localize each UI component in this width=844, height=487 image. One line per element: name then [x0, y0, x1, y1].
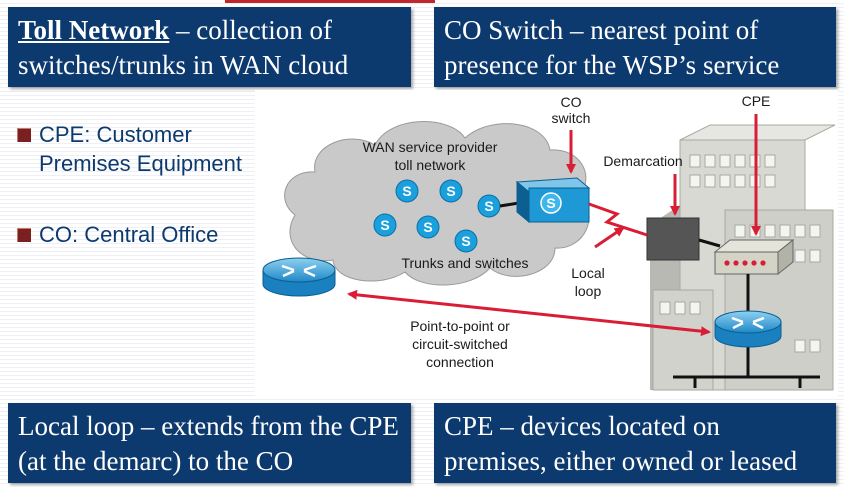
co-switch-label-line-2: switch	[552, 110, 591, 126]
demarcation-box-icon	[646, 217, 700, 261]
cloud-switch-icon: S	[416, 215, 440, 239]
cloud-switch-icon: S	[395, 179, 419, 203]
wan-diagram-svg: WAN service provider toll network S S S …	[262, 93, 836, 391]
bullet-co: CO: Central Office	[17, 220, 257, 249]
switch-glyph: S	[423, 219, 432, 235]
wan-diagram: WAN service provider toll network S S S …	[255, 90, 838, 397]
toll-network-callout: Toll Network – collection of switches/tr…	[8, 7, 411, 87]
bullet-list: CPE: Customer Premises Equipment CO: Cen…	[17, 120, 257, 249]
cpe-definition: CPE – devices located on premises, eithe…	[444, 411, 798, 476]
local-loop-label-line-2: loop	[575, 283, 602, 299]
toll-network-term: Toll Network	[18, 15, 170, 45]
demarc-to-cpe-link	[698, 238, 721, 248]
connection-label-line-3: connection	[426, 354, 494, 370]
local-loop-label-line-1: Local	[571, 265, 604, 281]
toll-network-definition: – collection of switches/trunks in WAN c…	[18, 15, 349, 80]
co-switch-callout: CO Switch – nearest point of presence fo…	[434, 7, 836, 87]
cpe-router-icon	[714, 310, 782, 348]
cloud-switch-icon: S	[454, 229, 478, 253]
switch-glyph: S	[461, 233, 470, 249]
cloud-switch-icon: S	[477, 194, 501, 218]
cloud-switch-icon: S	[439, 179, 463, 203]
connection-label-line-1: Point-to-point or	[410, 318, 510, 334]
co-switch-label-line-1: CO	[561, 94, 582, 110]
local-loop-line	[588, 202, 648, 237]
cpe-device-icon	[713, 238, 795, 276]
bullet-cpe: CPE: Customer Premises Equipment	[17, 120, 257, 178]
switch-glyph: S	[402, 183, 411, 199]
trunks-label: Trunks and switches	[401, 255, 528, 271]
switch-glyph: S	[484, 198, 493, 214]
cpe-callout: CPE – devices located on premises, eithe…	[434, 403, 836, 483]
remote-router-icon	[262, 257, 336, 297]
connection-label-line-2: circuit-switched	[412, 336, 508, 352]
cloud-label-line-1: WAN service provider	[363, 139, 498, 155]
co-switch-definition: CO Switch – nearest point of presence fo…	[444, 15, 780, 80]
cloud-switch-icon: S	[373, 213, 397, 237]
switch-glyph: S	[380, 217, 389, 233]
local-loop-callout: Local loop – extends from the CPE (at th…	[8, 403, 411, 483]
cloud-label-line-2: toll network	[395, 157, 467, 173]
bullet-text: CO: Central Office	[39, 222, 219, 247]
demarcation-label: Demarcation	[603, 153, 682, 169]
title-accent-line	[225, 0, 435, 3]
local-loop-definition: Local loop – extends from the CPE (at th…	[18, 411, 399, 476]
square-bullet-icon	[17, 228, 31, 242]
square-bullet-icon	[17, 128, 31, 142]
bullet-text: CPE: Customer Premises Equipment	[39, 122, 242, 176]
point-to-point-arrow	[347, 289, 711, 337]
cpe-label: CPE	[742, 93, 771, 109]
switch-glyph: S	[446, 183, 455, 199]
local-loop-pointer-arrow	[594, 226, 625, 249]
co-switch-device-icon: S	[515, 177, 591, 224]
switch-glyph: S	[546, 195, 555, 211]
